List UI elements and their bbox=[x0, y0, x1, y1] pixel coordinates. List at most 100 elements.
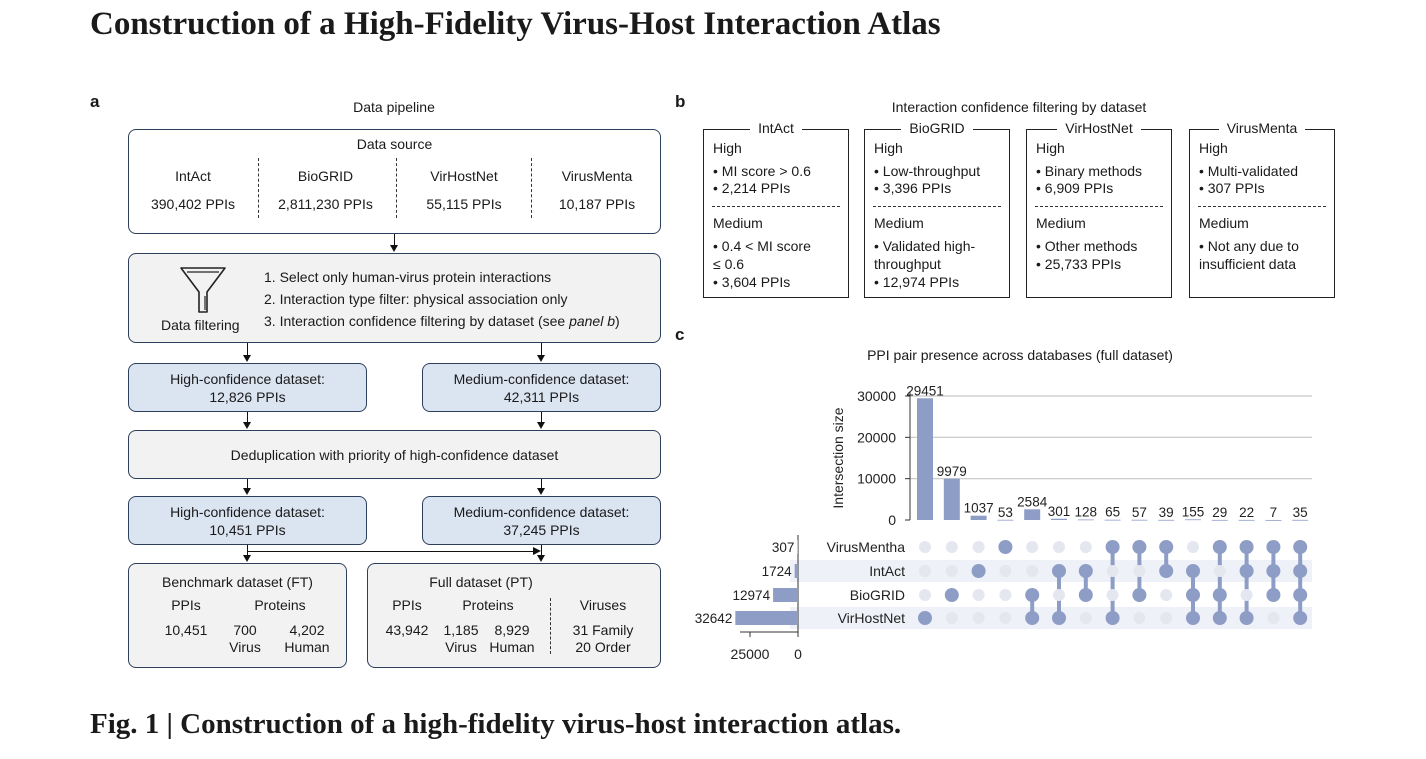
data-source-title: Data source bbox=[356, 136, 433, 152]
arrow-down-icon bbox=[243, 355, 251, 362]
criteria-line: • 6,909 PPIs bbox=[1036, 180, 1114, 196]
membership-dot bbox=[1293, 588, 1308, 602]
panel-a-letter: a bbox=[90, 92, 100, 111]
full-ppis: 43,942 bbox=[385, 622, 429, 638]
connector bbox=[247, 412, 248, 422]
page-title: Construction of a High-Fidelity Virus-Ho… bbox=[90, 6, 941, 42]
intersection-bar bbox=[1158, 519, 1175, 521]
intersection-bar bbox=[997, 519, 1014, 521]
membership-dot-empty bbox=[1106, 565, 1119, 577]
membership-dot-empty bbox=[999, 565, 1012, 577]
row-stripe bbox=[790, 560, 1312, 582]
arrow-down-icon bbox=[537, 488, 545, 495]
membership-dot bbox=[944, 588, 959, 602]
divider bbox=[873, 206, 1001, 207]
set-size-bar bbox=[794, 564, 798, 578]
bar-value-label: 9979 bbox=[937, 464, 967, 479]
high-label: High bbox=[713, 140, 742, 156]
high-label: High bbox=[874, 140, 903, 156]
criteria-line: • 25,733 PPIs bbox=[1036, 256, 1122, 272]
membership-dot-empty bbox=[1079, 612, 1092, 624]
membership-dot bbox=[1293, 564, 1308, 578]
set-size-label: 12974 bbox=[733, 588, 771, 603]
membership-dot bbox=[1132, 540, 1147, 554]
medium-confidence-label: Medium-confidence dataset: bbox=[453, 504, 630, 520]
filter-step-3-text: 3. Interaction confidence filtering by d… bbox=[264, 313, 570, 329]
membership-dot-empty bbox=[1053, 541, 1065, 553]
intersection-bar bbox=[943, 478, 960, 520]
bar-value-label: 301 bbox=[1048, 504, 1071, 519]
divider bbox=[1198, 206, 1326, 207]
filter-step-2: 2. Interaction type filter: physical ass… bbox=[264, 291, 568, 307]
benchmark-title: Benchmark dataset (FT) bbox=[162, 574, 313, 590]
membership-dot bbox=[1266, 564, 1281, 578]
membership-dot-empty bbox=[1160, 612, 1173, 624]
membership-dot-empty bbox=[945, 541, 958, 553]
full-human-count: 8,929 bbox=[494, 622, 530, 638]
membership-dot bbox=[1132, 588, 1147, 602]
intersection-bar bbox=[1265, 519, 1282, 521]
bar-value-label: 155 bbox=[1182, 504, 1205, 519]
source-ppis: 2,811,230 PPIs bbox=[278, 196, 373, 212]
membership-dot bbox=[1212, 540, 1227, 554]
arrow-down-icon bbox=[537, 422, 545, 429]
high-label: High bbox=[1199, 140, 1228, 156]
row-stripe bbox=[790, 607, 1312, 629]
source-name: VirusMenta bbox=[561, 168, 633, 184]
connector bbox=[247, 545, 248, 555]
membership-dot-empty bbox=[1133, 612, 1146, 624]
set-size-bar bbox=[735, 611, 798, 625]
source-name: IntAct bbox=[175, 168, 211, 184]
y-tick-label: 10000 bbox=[857, 471, 896, 487]
divider bbox=[1035, 206, 1163, 207]
membership-dot bbox=[1212, 588, 1227, 602]
criteria-line: • 3,396 PPIs bbox=[874, 180, 952, 196]
membership-dot-empty bbox=[1106, 589, 1119, 601]
bar-value-label: 35 bbox=[1293, 505, 1308, 520]
set-size-bar bbox=[773, 588, 798, 602]
criteria-line: • 307 PPIs bbox=[1199, 180, 1265, 196]
high-confidence-value: 10,451 PPIs bbox=[209, 522, 286, 538]
benchmark-virus-label: Virus bbox=[229, 639, 261, 655]
high-confidence-value: 12,826 PPIs bbox=[209, 389, 286, 405]
membership-dot-empty bbox=[1133, 565, 1146, 577]
intact-criteria-box: IntAct High • MI score > 0.6 • 2,214 PPI… bbox=[703, 120, 849, 298]
y-tick-label: 30000 bbox=[857, 388, 896, 404]
full-human-label: Human bbox=[489, 639, 535, 655]
intersection-bar bbox=[1185, 519, 1201, 521]
source-ppis: 390,402 PPIs bbox=[150, 196, 236, 212]
membership-dot-empty bbox=[999, 612, 1012, 624]
filter-step-3: 3. Interaction confidence filtering by d… bbox=[264, 313, 620, 329]
membership-dot-empty bbox=[945, 565, 958, 577]
bar-value-label: 128 bbox=[1075, 504, 1098, 519]
intersection-bar bbox=[1238, 519, 1255, 521]
membership-dot bbox=[1078, 588, 1093, 602]
criteria-line: ≤ 0.6 bbox=[713, 256, 745, 272]
criteria-line: • 2,214 PPIs bbox=[713, 180, 791, 196]
membership-dot-empty bbox=[919, 589, 931, 601]
high-confidence-box: High-confidence dataset: 12,826 PPIs bbox=[128, 363, 367, 412]
source-ppis: 10,187 PPIs bbox=[558, 196, 636, 212]
dataset-name: IntAct bbox=[750, 120, 802, 136]
intersection-bar bbox=[1104, 519, 1121, 521]
benchmark-human-count: 4,202 bbox=[289, 622, 325, 638]
membership-dot bbox=[1186, 588, 1200, 602]
bar-value-label: 39 bbox=[1159, 505, 1174, 520]
membership-dot bbox=[1266, 540, 1281, 554]
funnel-icon bbox=[180, 267, 226, 313]
intersection-bar bbox=[1051, 518, 1067, 520]
criteria-line: throughput bbox=[874, 256, 941, 272]
figure-caption: Fig. 1 | Construction of a high-fidelity… bbox=[90, 708, 902, 740]
ppis-label: PPIs bbox=[392, 597, 422, 613]
membership-dot bbox=[1025, 588, 1040, 602]
intersection-bar bbox=[1211, 519, 1228, 521]
panel-c-letter: c bbox=[675, 325, 685, 344]
intersection-bar bbox=[1292, 519, 1309, 521]
membership-dot bbox=[1186, 564, 1200, 578]
bar-value-label: 7 bbox=[1270, 505, 1278, 520]
high-confidence-final-box: High-confidence dataset: 10,451 PPIs bbox=[128, 496, 367, 545]
bar-value-label: 22 bbox=[1239, 505, 1254, 520]
set-size-label: 1724 bbox=[762, 564, 793, 579]
membership-dot-empty bbox=[1053, 589, 1065, 601]
arrow-down-icon bbox=[243, 488, 251, 495]
